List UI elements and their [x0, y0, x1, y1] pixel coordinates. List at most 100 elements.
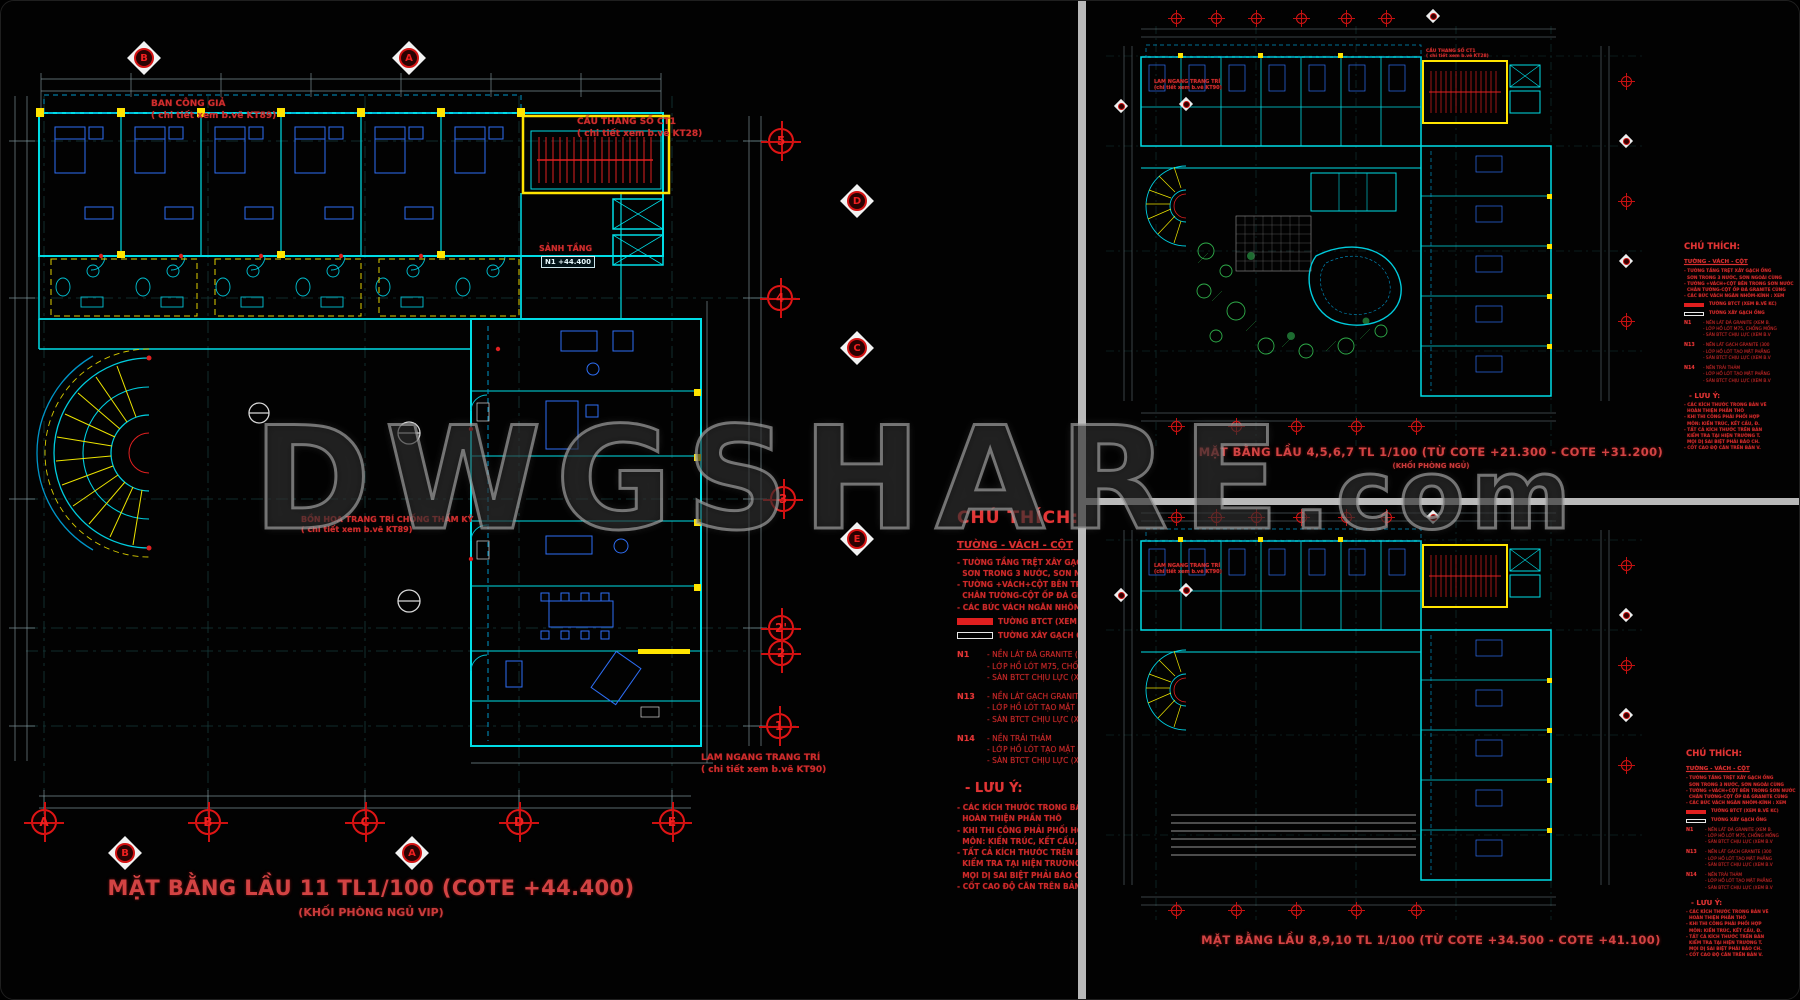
- grid-bubble-4: 4: [760, 278, 800, 318]
- mini-bubble: [1377, 508, 1395, 526]
- floors4567-linework: [1106, 26, 1646, 446]
- legend-swatch-brick: TƯỜNG XÂY GẠCH ỐNG: [957, 630, 1078, 641]
- mini-bubble: [1167, 901, 1185, 919]
- furniture: [54, 126, 642, 706]
- legend-bottom-right: CHÚ THÍCH: TƯỜNG - VÁCH - CỘT - TƯỜNG TẦ…: [1686, 749, 1796, 959]
- mini-bubble: [1617, 72, 1635, 90]
- floors4567-title: MẶT BẰNG LẦU 4,5,6,7 TL 1/100 (TỪ COTE +…: [1198, 445, 1664, 459]
- mini-bubble: [1227, 901, 1245, 919]
- floor11-title: MẶT BẰNG LẦU 11 TL1/100 (COTE +44.400): [107, 876, 635, 900]
- mini-bubble: [1292, 508, 1310, 526]
- floor11-linework: [9, 73, 801, 831]
- legend-swatch-concrete: TƯỜNG BTCT (XEM B.VẼ KC): [957, 616, 1078, 627]
- annotation-balcony: BAN CÔNG GIẢ ( chi tiết xem b.vẽ KT89): [151, 99, 277, 121]
- mini-diamond: [1427, 511, 1440, 524]
- panel-divider-vertical: [1078, 1, 1086, 999]
- swatch-concrete: [1684, 303, 1704, 308]
- mini-bubble: [1292, 9, 1310, 27]
- grid-bubble-C-bottom: C: [345, 802, 385, 842]
- grid-bubble-2p: 2': [761, 608, 801, 648]
- mini-diamond: [1427, 10, 1440, 23]
- mini-diamond: [1620, 135, 1633, 148]
- dashed-lines: [36, 94, 522, 741]
- mini-bubble: [1407, 901, 1425, 919]
- section-bubble-B-bottom: B: [108, 836, 142, 870]
- yellow-accents: [36, 108, 701, 654]
- mini-bubble: [1617, 556, 1635, 574]
- mini-diamond: [1115, 589, 1128, 602]
- annotation-planter: BỒN HOA TRANG TRÍ CHỐNG THẤM KỸ ( chi ti…: [301, 515, 474, 535]
- annotation-louver: LAM NGANG TRANG TRÍ ( chi tiết xem b.vẽ …: [701, 753, 827, 775]
- fixtures-doors: [55, 255, 506, 672]
- grid-bubble-B-bottom: B: [188, 802, 228, 842]
- mini-bubble: [1407, 417, 1425, 435]
- floor-note-n1: N1- NỀN LÁT ĐÁ GRANITE (XEM B.- LỚP HỒ L…: [957, 650, 1078, 682]
- legend-heading: CHÚ THÍCH:: [957, 508, 1078, 528]
- grid-bubble-1: 1: [759, 706, 799, 746]
- legend-left: CHÚ THÍCH: TƯỜNG - VÁCH - CỘT - TƯỜNG TẦ…: [957, 506, 1078, 892]
- mini-bubble: [1337, 508, 1355, 526]
- panel-divider-horizontal: [1086, 498, 1799, 505]
- section-bubble-A-bottom: A: [395, 836, 429, 870]
- stair-hatch: [98, 137, 653, 562]
- floor-note-n14: N14- NỀN TRẢI THẢM- LỚP HỒ LÓT TẠO MẶT P…: [957, 733, 1078, 766]
- yellow-mini: [1178, 53, 1552, 349]
- floors8910-linework: [1106, 512, 1646, 920]
- mini-bubble: [1377, 9, 1395, 27]
- section-bubble-E: E: [840, 522, 874, 556]
- dimension-lines: [9, 73, 767, 814]
- swatch-concrete: [957, 617, 993, 625]
- mini-bubble: [1247, 508, 1265, 526]
- annotation-louver-mini: LAM NGANG TRANG TRÍ (chi tiết xem b.vẽ K…: [1154, 79, 1222, 91]
- mini-bubble: [1247, 9, 1265, 27]
- mini-bubble: [1167, 508, 1185, 526]
- mini-bubble: [1617, 192, 1635, 210]
- swatch-brick: [1684, 311, 1704, 316]
- lobby-level-tag: N1 +44.400: [541, 256, 596, 268]
- roof-garden: [1196, 215, 1402, 359]
- louver-lines: [1171, 814, 1416, 856]
- section-markers: [248, 402, 660, 718]
- grid-bubble-5: 5: [761, 121, 801, 161]
- mini-diamond: [1620, 709, 1633, 722]
- section-bubble-D: D: [840, 184, 874, 218]
- curved-stair: [44, 348, 152, 558]
- grid-bubble-3: 3: [763, 479, 803, 519]
- grid-bubble-2: 2: [761, 633, 801, 673]
- grid-bubble-D-bottom: D: [499, 802, 539, 842]
- mini-bubble: [1347, 901, 1365, 919]
- mini-diamond: [1620, 609, 1633, 622]
- grid-bubble-top-A: A: [392, 41, 426, 75]
- swatch-brick: [1686, 818, 1706, 823]
- swatch-concrete: [1686, 810, 1706, 815]
- annotation-stair-mini: CẦU THANG SỐ CT1 ( chi tiết xem b.vẽ KT2…: [1426, 49, 1489, 60]
- panel-floor-11: BAN CÔNG GIẢ ( chi tiết xem b.vẽ KT89) C…: [1, 1, 1078, 999]
- mini-diamond: [1180, 584, 1193, 597]
- annotation-louver-mini: LAM NGANG TRANG TRÍ (chi tiết xem b.vẽ K…: [1154, 563, 1222, 575]
- grid-bubble-top-B: B: [127, 41, 161, 75]
- mini-bubble: [1287, 901, 1305, 919]
- floors4567-subtitle: (KHỐI PHÒNG NGỦ): [1392, 462, 1470, 470]
- annotation-stair-ct1: CẦU THANG SỐ CT1 ( chi tiết xem b.vẽ KT2…: [577, 117, 703, 139]
- mini-bubble: [1287, 417, 1305, 435]
- mini-bubble: [1207, 508, 1225, 526]
- mini-bubble: [1167, 9, 1185, 27]
- panel-floors-8-10: LAM NGANG TRANG TRÍ (chi tiết xem b.vẽ K…: [1086, 505, 1799, 999]
- panel-floors-4-7: LAM NGANG TRANG TRÍ (chi tiết xem b.vẽ K…: [1086, 1, 1799, 498]
- mini-bubble: [1617, 656, 1635, 674]
- section-bubble-C: C: [840, 331, 874, 365]
- grid-bubble-E-bottom: E: [652, 802, 692, 842]
- mini-diamond: [1115, 100, 1128, 113]
- mini-bubble: [1617, 312, 1635, 330]
- grid-bubble-A-bottom: A: [24, 802, 64, 842]
- legend-top-right: CHÚ THÍCH: TƯỜNG - VÁCH - CỘT - TƯỜNG TẦ…: [1684, 242, 1794, 452]
- grid-axes: [26, 96, 801, 831]
- yellow-mini: [1178, 537, 1552, 833]
- floors8910-title: MẶT BẰNG LẦU 8,9,10 TL 1/100 (TỪ COTE +3…: [1201, 933, 1661, 947]
- floor-note-n13: N13- NỀN LÁT GẠCH GRANITE (300- LỚP HỒ L…: [957, 692, 1078, 724]
- mini-diamond: [1180, 98, 1193, 111]
- floor11-subtitle: (KHỐI PHÒNG NGỦ VIP): [298, 906, 444, 919]
- mini-bubble: [1167, 417, 1185, 435]
- mini-bubble: [1227, 417, 1245, 435]
